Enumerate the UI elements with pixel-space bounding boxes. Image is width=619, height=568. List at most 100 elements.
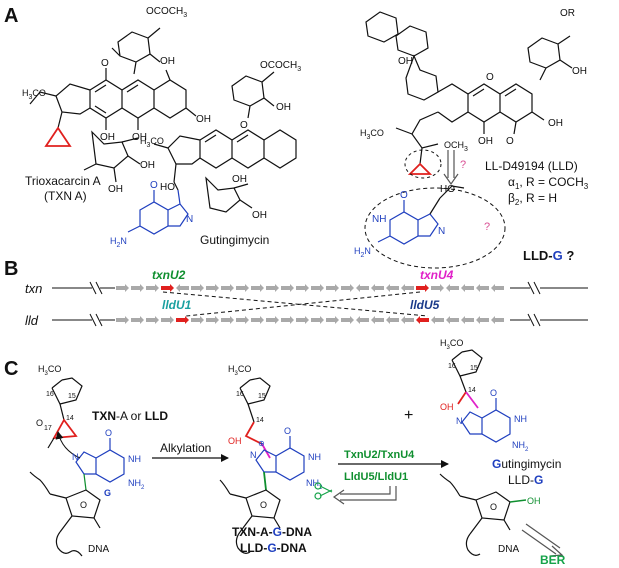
txnU2-label: txnU2	[152, 268, 186, 282]
svg-text:17: 17	[44, 425, 52, 432]
adduct-label-1: TXN-A-G-DNA	[232, 525, 312, 539]
gene-arrow	[251, 316, 264, 324]
lldU1-label: lldU1	[162, 298, 192, 312]
txn-cluster-label: txn	[25, 281, 42, 296]
ber-arrow	[521, 523, 564, 557]
panel-c-label: C	[4, 358, 18, 380]
product-label-1: Gutingimycin	[492, 457, 561, 471]
gene-arrow	[311, 284, 324, 292]
gene-arrow	[191, 284, 204, 292]
txnU4-label: txnU4	[420, 268, 454, 282]
lld-structure	[365, 11, 573, 175]
alkylation-label: Alkylation	[160, 441, 211, 455]
enzyme-return-arrow	[332, 486, 397, 505]
svg-text:OH: OH	[478, 136, 493, 147]
gene-arrow	[116, 284, 129, 292]
panel-b-label: B	[4, 258, 18, 280]
lldU5-label: lldU5	[410, 298, 440, 312]
svg-text:N: N	[72, 452, 79, 462]
svg-text:O: O	[490, 502, 497, 512]
gene-arrow	[131, 284, 144, 292]
svg-text:OH: OH	[276, 102, 291, 113]
gene-arrow	[116, 316, 129, 324]
svg-text:H3CO: H3CO	[228, 364, 251, 377]
svg-text:O: O	[506, 136, 514, 147]
gene-arrow	[416, 284, 429, 292]
lldg-structure	[377, 185, 465, 245]
svg-text:14: 14	[66, 415, 74, 422]
svg-text:OH: OH	[252, 210, 267, 221]
svg-text:H2N: H2N	[110, 236, 127, 249]
svg-text:OH: OH	[232, 174, 247, 185]
lld-epoxide-circle	[404, 149, 442, 179]
trioxacarcin-a-name: Trioxacarcin A	[25, 174, 101, 188]
gene-arrow	[161, 284, 174, 292]
gene-arrow	[176, 316, 189, 324]
gene-arrow	[431, 316, 444, 324]
trioxacarcin-a-structure	[29, 27, 197, 183]
svg-text:OH: OH	[196, 114, 211, 125]
gene-arrow	[401, 284, 414, 292]
svg-text:15: 15	[258, 393, 266, 400]
reactant-dna-label: DNA	[88, 544, 109, 555]
gene-arrow	[476, 316, 489, 324]
svg-text:OH: OH	[228, 436, 242, 446]
lld-alpha: α1, R = COCH3	[508, 175, 589, 191]
gene-arrow	[281, 284, 294, 292]
svg-text:N: N	[456, 416, 463, 426]
homology-line-2	[185, 291, 421, 317]
svg-text:NH2: NH2	[128, 478, 145, 491]
adduct-atoms: H3CO 16 15 14 OH O NH NH2 N ⊕ O	[228, 364, 323, 510]
svg-text:N: N	[186, 214, 193, 225]
svg-text:H3CO: H3CO	[140, 136, 164, 149]
svg-text:OH: OH	[100, 132, 115, 143]
svg-text:O: O	[260, 500, 267, 510]
adduct-structure	[219, 377, 305, 554]
gene-arrow	[221, 316, 234, 324]
svg-text:OCH3: OCH3	[444, 140, 468, 153]
gene-arrow	[176, 284, 189, 292]
gene-arrow	[371, 316, 384, 324]
lldg-dashed-circle	[364, 187, 506, 269]
svg-text:OH: OH	[548, 118, 563, 129]
svg-text:H3CO: H3CO	[22, 88, 46, 101]
lld-beta: β2, R = H	[508, 191, 557, 207]
svg-text:NH: NH	[514, 414, 527, 424]
product-label-2: LLD-G	[508, 473, 543, 487]
abasic-dna-atoms: O OH	[490, 496, 541, 512]
svg-text:OH: OH	[108, 184, 123, 195]
svg-text:OCOCH3: OCOCH3	[260, 60, 301, 73]
svg-text:16: 16	[448, 363, 456, 370]
lld-cluster-label: lld	[25, 313, 39, 328]
txn-genes	[116, 284, 504, 292]
svg-text:NH2: NH2	[512, 440, 529, 453]
lldg-atoms: HO O NH N H2N	[354, 184, 455, 259]
gene-arrow	[236, 284, 249, 292]
svg-text:HO: HO	[160, 182, 175, 193]
trioxacarcin-a-abbr: (TXN A)	[44, 189, 87, 203]
gutingimycin-name: Gutingimycin	[200, 233, 269, 247]
gene-arrow	[446, 316, 459, 324]
gene-arrow	[161, 316, 174, 324]
gene-arrow	[341, 316, 354, 324]
reactant-label: TXN-A or LLD	[92, 409, 168, 423]
gene-arrow	[236, 316, 249, 324]
svg-text:OR: OR	[560, 8, 575, 19]
gene-arrow	[311, 316, 324, 324]
product-atoms: H3CO 16 15 14 OH O NH NH2 N	[440, 338, 529, 453]
svg-text:O: O	[240, 120, 248, 131]
gene-arrow	[491, 316, 504, 324]
lldg-label: LLD-G ?	[523, 248, 574, 263]
svg-text:O: O	[36, 418, 43, 428]
ber-label: BER	[540, 553, 566, 567]
lldg-question-2: ?	[484, 221, 490, 233]
lld-question-1: ?	[460, 159, 466, 171]
gene-arrow	[401, 316, 414, 324]
gene-arrow	[191, 316, 204, 324]
svg-text:OH: OH	[140, 160, 155, 171]
gene-arrow	[356, 316, 369, 324]
gene-arrow	[371, 284, 384, 292]
gene-arrow	[431, 284, 444, 292]
gene-arrow	[131, 316, 144, 324]
